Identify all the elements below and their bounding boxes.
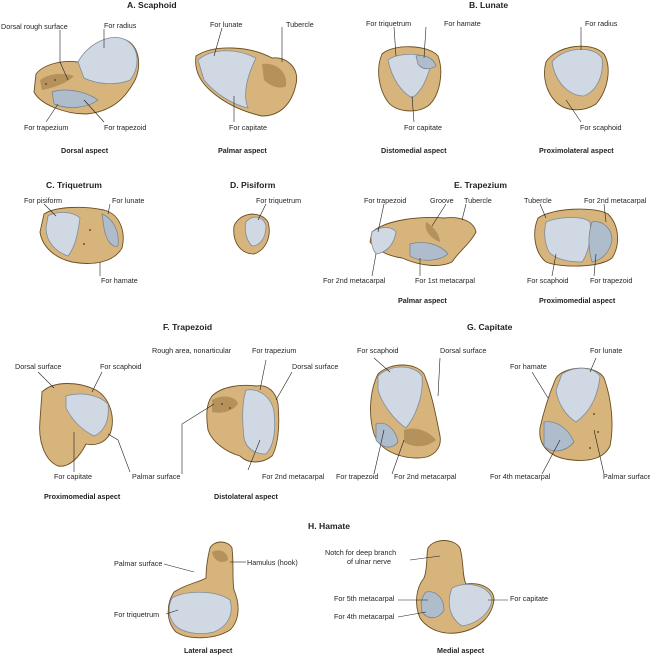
label: For triquetrum [256,196,302,205]
label: Groove [430,196,454,205]
capitate-palmar-illustration [539,367,613,461]
aspect-caption: Palmar aspect [398,296,447,305]
label: For triquetrum [114,610,160,619]
label: For 5th metacarpal [334,594,395,603]
label: For 2nd metacarpal [584,196,647,205]
trapezium-palmar-illustration [369,217,477,266]
label: Tubercle [464,196,492,205]
label: For 2nd metacarpal [394,472,457,481]
label: For lunate [112,196,145,205]
aspect-caption: Proximomedial aspect [539,296,616,305]
label: For scaphoid [580,123,622,132]
label: For trapezium [252,346,297,355]
label: For capitate [510,594,548,603]
label: For 2nd metacarpal [262,472,325,481]
section-title-capitate: G. Capitate [467,322,513,332]
label: For 1st metacarpal [415,276,475,285]
aspect-caption: Distomedial aspect [381,146,447,155]
label: For hamate [101,276,138,285]
label: For scaphoid [100,362,142,371]
triquetrum-illustration [39,206,124,264]
label: For hamate [444,19,481,28]
label: Dorsal rough surface [1,22,68,31]
label: For 4th metacarpal [334,612,395,621]
label: Tubercle [524,196,552,205]
label: of ulnar nerve [347,557,391,566]
label: Notch for deep branch [325,548,397,557]
aspect-caption: Proximomedial aspect [44,492,121,501]
section-title-triquetrum: C. Triquetrum [46,180,102,190]
label: Dorsal surface [440,346,487,355]
label: For capitate [229,123,267,132]
label: For triquetrum [366,19,412,28]
label: For hamate [510,362,547,371]
label: For 2nd metacarpal [323,276,386,285]
section-title-hamate: H. Hamate [308,521,351,531]
label: For capitate [54,472,92,481]
section-title-trapezoid: F. Trapezoid [163,322,213,332]
section-title-scaphoid: A. Scaphoid [127,0,177,10]
aspect-caption: Distolateral aspect [214,492,278,501]
label: Dorsal surface [292,362,339,371]
label: For trapezoid [336,472,379,481]
label: For scaphoid [527,276,569,285]
trapezoid-distolateral-illustration [206,384,280,463]
label: For trapezoid [104,123,147,132]
label: For capitate [404,123,442,132]
label: Palmar surface [132,472,181,481]
section-title-trapezium: E. Trapezium [454,180,508,190]
label: Tubercle [286,20,314,29]
section-title-lunate: B. Lunate [469,0,509,10]
scaphoid-dorsal-illustration [33,37,140,115]
lunate-proximolateral-illustration [544,45,609,111]
label: For lunate [210,20,243,29]
label: For trapezium [24,123,69,132]
section-title-pisiform: D. Pisiform [230,180,276,190]
leader-lines [37,26,607,618]
label: For radius [585,19,618,28]
label: For trapezoid [590,276,633,285]
pisiform-illustration [233,213,270,255]
scaphoid-palmar-illustration [195,47,298,117]
aspect-caption: Medial aspect [437,646,485,655]
label: For radius [104,21,137,30]
label: For scaphoid [357,346,399,355]
label: For lunate [590,346,623,355]
hamate-medial-illustration [416,540,495,634]
aspect-caption: Dorsal aspect [61,146,109,155]
trapezoid-proximomedial-illustration [39,383,113,467]
label: For pisiform [24,196,62,205]
label: Rough area, nonarticular [152,346,232,355]
aspect-caption: Proximolateral aspect [539,146,614,155]
label: Palmar surface [114,559,163,568]
label: Palmar surface [603,472,650,481]
trapezium-proximomedial-illustration [534,208,618,267]
hamate-lateral-illustration [167,541,239,639]
label: Dorsal surface [15,362,62,371]
label: For 4th metacarpal [490,472,551,481]
label: For trapezoid [364,196,407,205]
lunate-distomedial-illustration [378,46,442,112]
aspect-caption: Lateral aspect [184,646,233,655]
aspect-caption: Palmar aspect [218,146,267,155]
label: Hamulus (hook) [247,558,298,567]
